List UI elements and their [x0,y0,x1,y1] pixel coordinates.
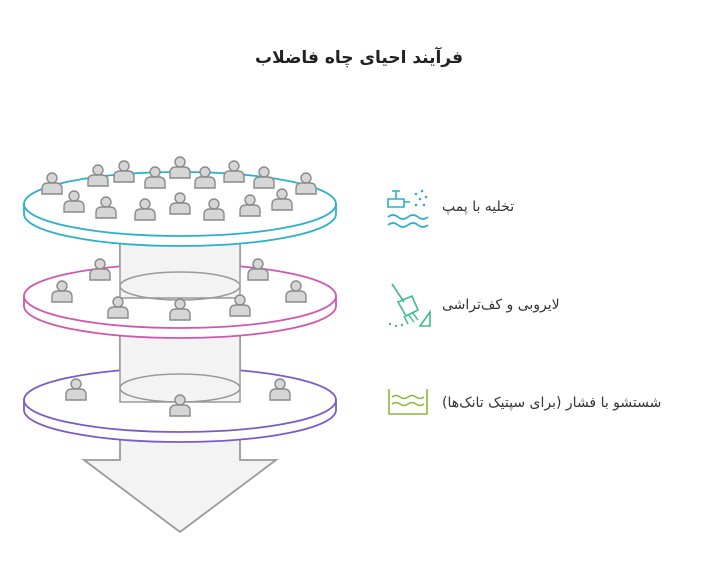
step-label-dredging: لایروبی و کف‌تراشی [442,297,560,313]
person-icon [285,280,307,303]
person-icon [169,156,191,179]
person-icon [87,164,109,187]
pump-spray-water-icon [387,189,429,228]
person-icon [41,172,63,195]
person-icon [203,198,225,221]
diagram-title: فرآیند احیای چاه فاضلاب [254,48,464,68]
person-icon [271,188,293,211]
person-icon [134,198,156,221]
person-icon [169,298,191,321]
person-icon [144,166,166,189]
person-icon [295,172,317,195]
person-icon [107,296,129,319]
person-icon [223,160,245,183]
person-icon [95,196,117,219]
person-icon [247,258,269,281]
people-group [41,156,317,417]
step-label-pump-drain: تخلیه با پمپ [442,199,515,215]
person-icon [169,192,191,215]
person-icon [51,280,73,303]
person-icon [269,378,291,401]
person-icon [113,160,135,183]
broom-sweep-icon [388,283,431,328]
person-icon [169,394,191,417]
person-icon [229,294,251,317]
person-icon [239,194,261,217]
person-icon [63,190,85,213]
person-icon [253,166,275,189]
person-icon [89,258,111,281]
person-icon [194,166,216,189]
tank-waves-icon [388,389,428,415]
person-icon [65,378,87,401]
step-label-pressure-wash: شستشو با فشار (برای سپتیک تانک‌ها) [442,395,662,411]
